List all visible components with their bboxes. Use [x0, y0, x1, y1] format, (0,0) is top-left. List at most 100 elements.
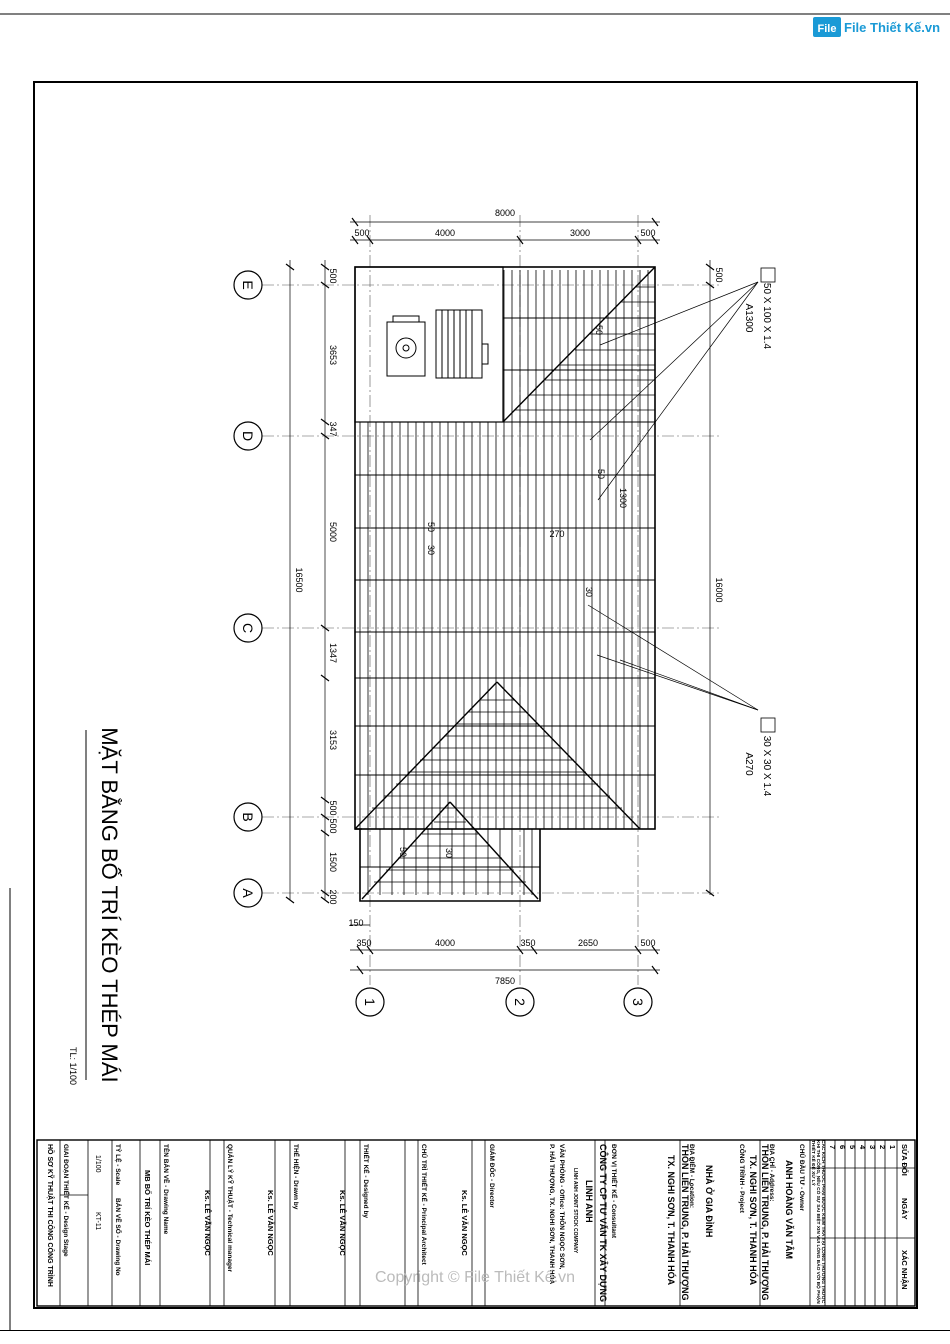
stage-value: HỒ SƠ KỸ THUẬT THI CÔNG CÔNG TRÌNH: [46, 1144, 56, 1287]
dim-top-1: 4000: [435, 228, 455, 238]
axis-e: E: [233, 270, 263, 300]
consultant-label: ĐƠN VỊ THIẾT KẾ - Consultant: [610, 1144, 620, 1239]
dim-bottom-3: 2650: [578, 938, 598, 948]
dim-left-4: 1347: [328, 643, 338, 663]
project-label: CÔNG TRÌNH - Project: [738, 1144, 747, 1214]
principal-label: CHỦ TRÌ THIẾT KẾ - Principal Architect: [420, 1144, 430, 1266]
dim-right-overall: 16000: [714, 577, 724, 602]
dim-top-0: 500: [354, 228, 369, 238]
axis-3-label: 3: [630, 998, 646, 1006]
axis-1-label: 1: [362, 998, 378, 1006]
dim-left-8: 1500: [328, 852, 338, 872]
dim-bottom-4: 500: [640, 938, 655, 948]
note: CÁC KÍCH THƯỚC PHẢI ĐƯỢC KIỂM TRA TẠI CÔ…: [810, 1140, 825, 1304]
axis-e-label: E: [240, 280, 256, 289]
logo-text: File Thiết Kế.vn: [844, 20, 940, 35]
dim-left-9: 200: [328, 889, 338, 904]
office-line-2: P. HẢI THƯỢNG, TX. NGHI SƠN, THANH HÓA: [548, 1144, 557, 1285]
rev-header-0: SỬA ĐỔI: [900, 1144, 909, 1176]
drawing-title: MẶT BẰNG BỐ TRÍ KÈO THÉP MÁI: [97, 727, 123, 1082]
member1-code: A1300: [743, 304, 754, 333]
hip-hatching: [372, 286, 655, 883]
axis-3: 3: [623, 987, 653, 1017]
axis-c: C: [233, 613, 263, 643]
drawing-no-value: KT-11: [94, 1212, 101, 1230]
dim-bottom-1: 4000: [435, 938, 455, 948]
plan-drawing: [262, 215, 776, 985]
manager-label: QUẢN LÝ KỸ THUẬT - Technical manager: [226, 1144, 235, 1273]
owner-name: ANH HOÀNG VĂN TÂM: [784, 1160, 795, 1259]
rev-number-5: 5: [848, 1145, 857, 1149]
dim-left-1: 3653: [328, 345, 338, 365]
axis-1: 1: [355, 987, 385, 1017]
rev-number-6: 6: [838, 1145, 847, 1149]
scale-value: 1/100: [94, 1155, 101, 1173]
note-box: CÁC KÍCH THƯỚC PHẢI ĐƯỢC KIỂM TRA TẠI CÔ…: [810, 1140, 825, 1304]
trusses: [355, 317, 655, 868]
dimension-lines: [289, 221, 711, 971]
rev-number-4: 4: [858, 1145, 867, 1150]
rev-header-1: NGÀY: [900, 1198, 909, 1220]
drawing-name-label: TÊN BẢN VẼ - Drawing Name: [162, 1144, 171, 1235]
logo-badge-text: File: [818, 23, 837, 35]
director-name: Ks. LÊ VĂN NGỌC: [460, 1190, 469, 1256]
title-block: [36, 1139, 916, 1307]
inner-label-0: 50: [594, 325, 604, 335]
inner-label-3: 50: [426, 522, 436, 532]
axis-a: A: [233, 878, 263, 908]
inner-label-1: 50: [596, 469, 606, 479]
logo-badge: [813, 17, 841, 37]
address-label: ĐỊA CHỈ - Address:: [768, 1144, 777, 1202]
dim-top-overall: 8000: [495, 208, 515, 218]
stage-label: GIAI ĐOẠN THIẾT KẾ - Design Stage: [62, 1144, 72, 1257]
dim-right-top: 500: [714, 267, 724, 282]
inner-label-2: 1300: [618, 488, 628, 508]
inner-label-5: 270: [549, 529, 564, 539]
designer-name: Ks. LÊ VĂN NGỌC: [338, 1190, 347, 1256]
axis-2: 2: [505, 987, 535, 1017]
dimension-texts: 8000 500 4000 3000 500 7850 350 4000 350…: [294, 208, 772, 986]
axis-d-label: D: [240, 431, 256, 441]
hip-lines: [354, 266, 656, 900]
consultant-name-3: LINH ANH JOINT STOCK COMPANY: [572, 1168, 578, 1254]
rev-number-7: 7: [828, 1145, 837, 1149]
roof-outline: [354, 266, 656, 830]
drawing-name: MB BỐ TRÍ KÈO THÉP MÁI: [143, 1170, 153, 1265]
location-label: ĐỊA ĐIỂM - Location:: [688, 1144, 697, 1208]
dimension-ticks: [285, 217, 715, 975]
inner-label-8: 30: [444, 848, 454, 858]
watermark: Copyright © File Thiết Kế.vn: [375, 1269, 575, 1286]
rev-number-3: 3: [868, 1145, 877, 1149]
dim-bottom-0: 350: [356, 938, 371, 948]
gable-outline: [359, 829, 541, 902]
rev-number-1: 1: [888, 1145, 897, 1149]
address-line-2: TX. NGHI SƠN, T. THANH HÓA: [748, 1155, 759, 1286]
axis-b-label: B: [240, 812, 256, 821]
member2-section-box: [760, 717, 776, 733]
inner-label-6: 30: [584, 587, 594, 597]
leader-lines: [587, 281, 759, 711]
dim-bottom-2: 350: [520, 938, 535, 948]
location-line-1: THÔN LIÊN TRUNG, P. HẢI THƯỢNG: [680, 1144, 691, 1300]
dim-left-2: 347: [328, 421, 338, 436]
rev-header-2: XÁC NHẬN: [900, 1250, 909, 1290]
drawn-label: THỂ HIỆN - Drawn by: [292, 1144, 301, 1210]
dim-top-3: 500: [640, 228, 655, 238]
dim-bottom-overall: 7850: [495, 976, 515, 986]
rev-number-2: 2: [878, 1145, 887, 1149]
page-bottom-rule: [0, 1330, 950, 1331]
office-line-1: VĂN PHÒNG - Office: THÔN NGỌC SƠN,: [558, 1144, 567, 1270]
axis-a-label: A: [240, 888, 256, 898]
member2-code: A270: [743, 752, 754, 776]
consultant-name: CÔNG TY CP TƯ VẤN TK XÂY DỰNG: [598, 1144, 609, 1302]
dim-left-5: 3153: [328, 730, 338, 750]
member2-spec: 30 X 30 X 1.4: [761, 736, 772, 797]
member1-spec: 50 X 100 X 1.4: [761, 283, 772, 350]
outer-frame: [33, 81, 918, 1309]
project-name: NHÀ Ở GIA ĐÌNH: [704, 1165, 715, 1237]
drawn-name: Ks. LÊ VĂN NGỌC: [266, 1190, 275, 1256]
member1-section-box: [760, 267, 776, 283]
dim-left-overall: 16500: [294, 567, 304, 592]
dim-left-0: 500: [328, 268, 338, 283]
